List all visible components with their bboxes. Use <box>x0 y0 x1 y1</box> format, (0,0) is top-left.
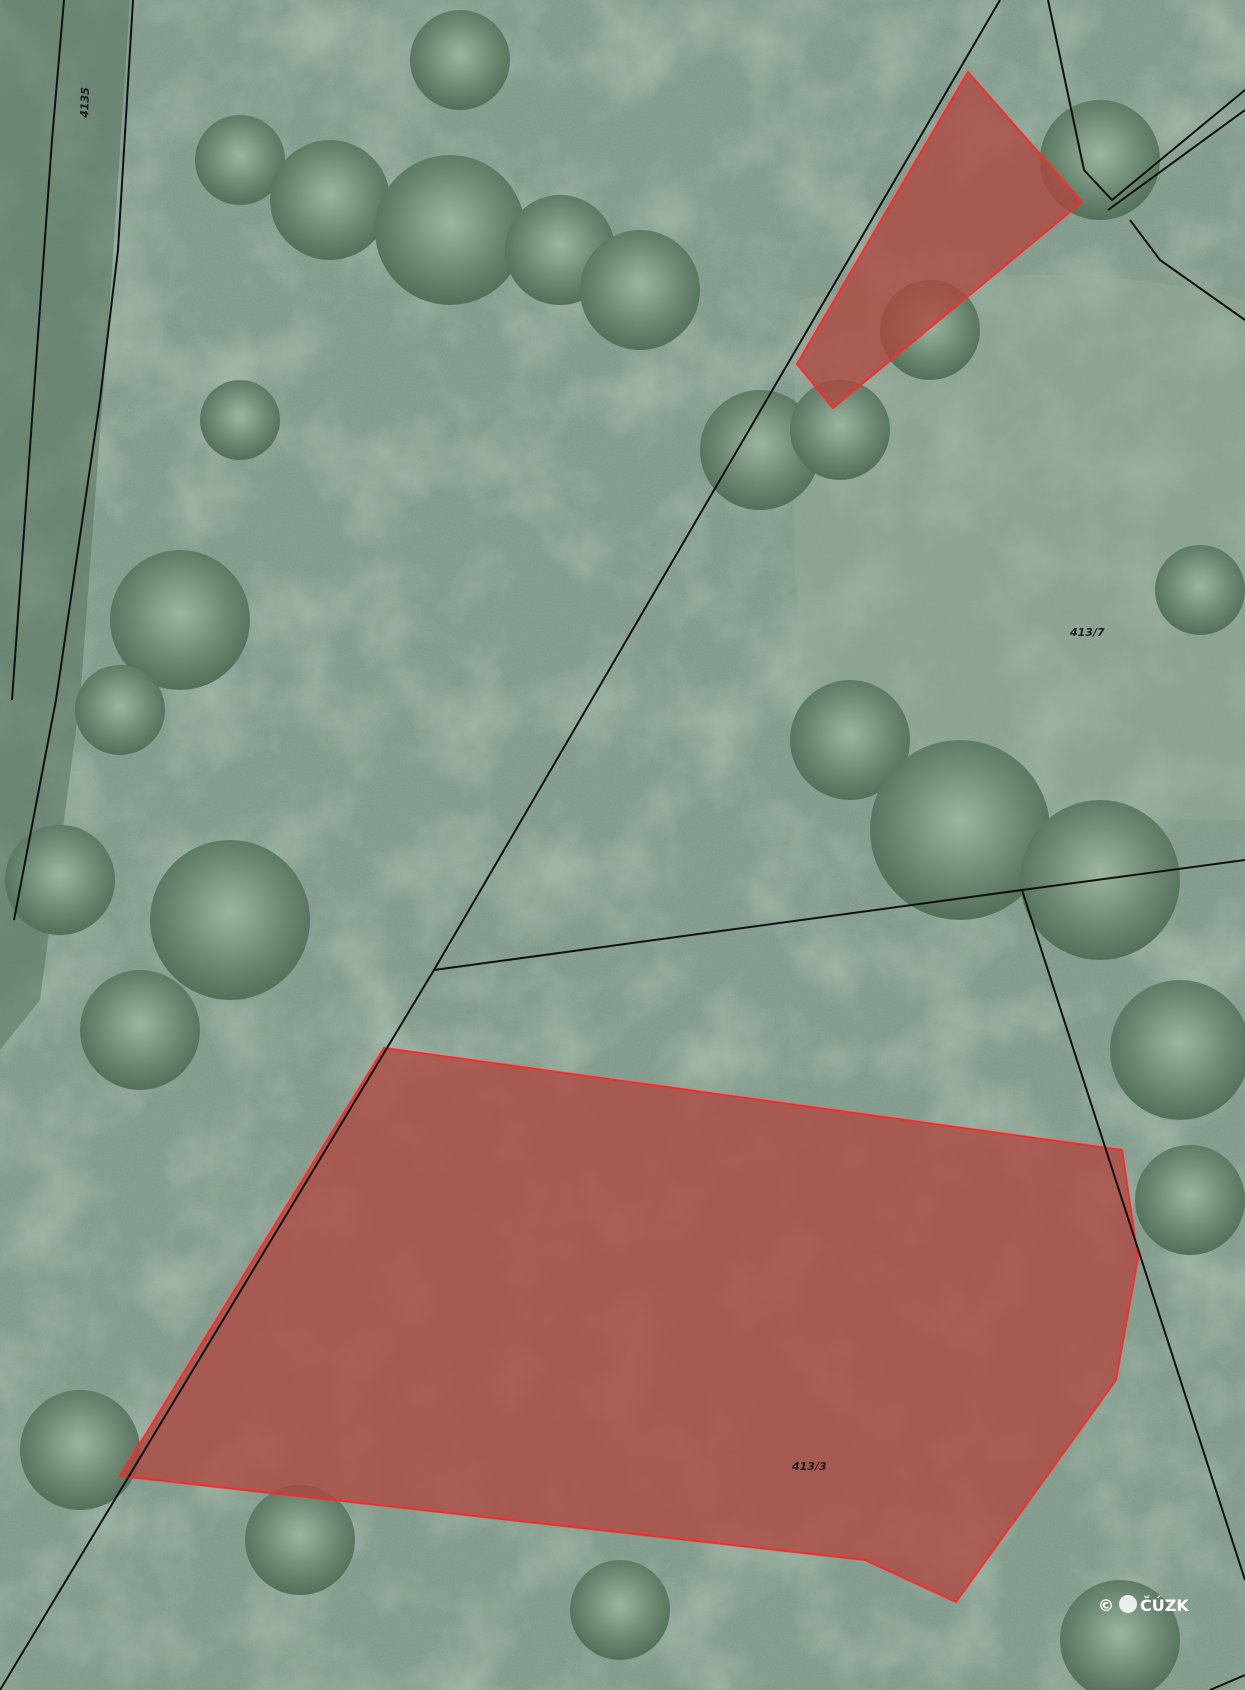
boundary-line <box>1209 1674 1245 1690</box>
tree-canopy <box>5 10 1245 1690</box>
boundary-line <box>1047 0 1245 202</box>
attribution-agency: ČÚZK <box>1140 1596 1189 1615</box>
parcel-label-right-field: 413/7 <box>1069 626 1105 639</box>
parcel-labels: 4135 413/7 413/3 <box>78 87 1105 1473</box>
boundary-line <box>1021 889 1245 1581</box>
copyright-symbol: © <box>1098 1596 1114 1615</box>
boundary-line <box>13 0 134 921</box>
boundary-line <box>1107 109 1245 211</box>
highlighted-parcel-413-3[interactable] <box>118 1046 1140 1604</box>
highlighted-parcels <box>118 70 1140 1604</box>
parcel-label-413-3: 413/3 <box>791 1460 827 1473</box>
boundary-line <box>11 0 65 701</box>
parcel-label-left-strip: 4135 <box>78 87 92 119</box>
attribution: © ČÚZK <box>1098 1595 1189 1615</box>
highlighted-parcel-north[interactable] <box>795 70 1084 410</box>
cuzk-logo-icon <box>1119 1595 1137 1613</box>
boundary-line <box>1129 219 1245 321</box>
